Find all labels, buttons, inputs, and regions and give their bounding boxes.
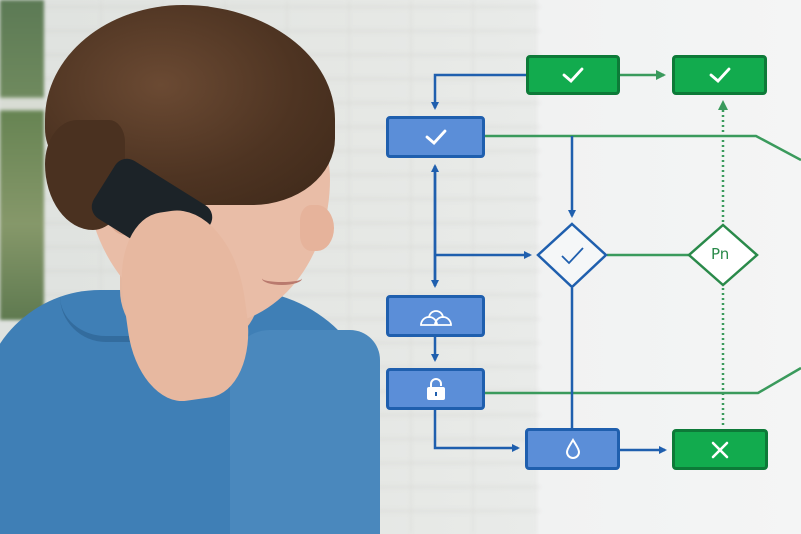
decision-green-label: Pn <box>711 245 730 263</box>
drop-icon <box>565 438 580 459</box>
nose <box>300 205 334 251</box>
check-icon <box>561 247 584 265</box>
node-blue-drop[interactable] <box>525 428 620 470</box>
node-blue-cloud[interactable] <box>386 295 485 337</box>
node-blue-lock[interactable] <box>386 368 485 410</box>
decision-diamond-green <box>687 223 759 287</box>
check-icon <box>709 67 730 83</box>
node-green-x[interactable] <box>672 429 768 470</box>
tshirt-collar <box>60 296 180 342</box>
check-icon <box>562 67 584 83</box>
tshirt-shoulder <box>230 330 380 534</box>
foliage-window <box>0 0 44 320</box>
node-top-green-check-2[interactable] <box>672 55 767 95</box>
smile <box>262 272 302 285</box>
cloud-icon <box>419 310 452 326</box>
decision-diamond-blue <box>536 222 608 289</box>
node-top-green-check-1[interactable] <box>526 55 620 95</box>
node-blue-check[interactable] <box>386 116 485 158</box>
check-icon <box>425 129 446 145</box>
x-icon <box>711 441 729 458</box>
lock-icon <box>426 378 445 400</box>
